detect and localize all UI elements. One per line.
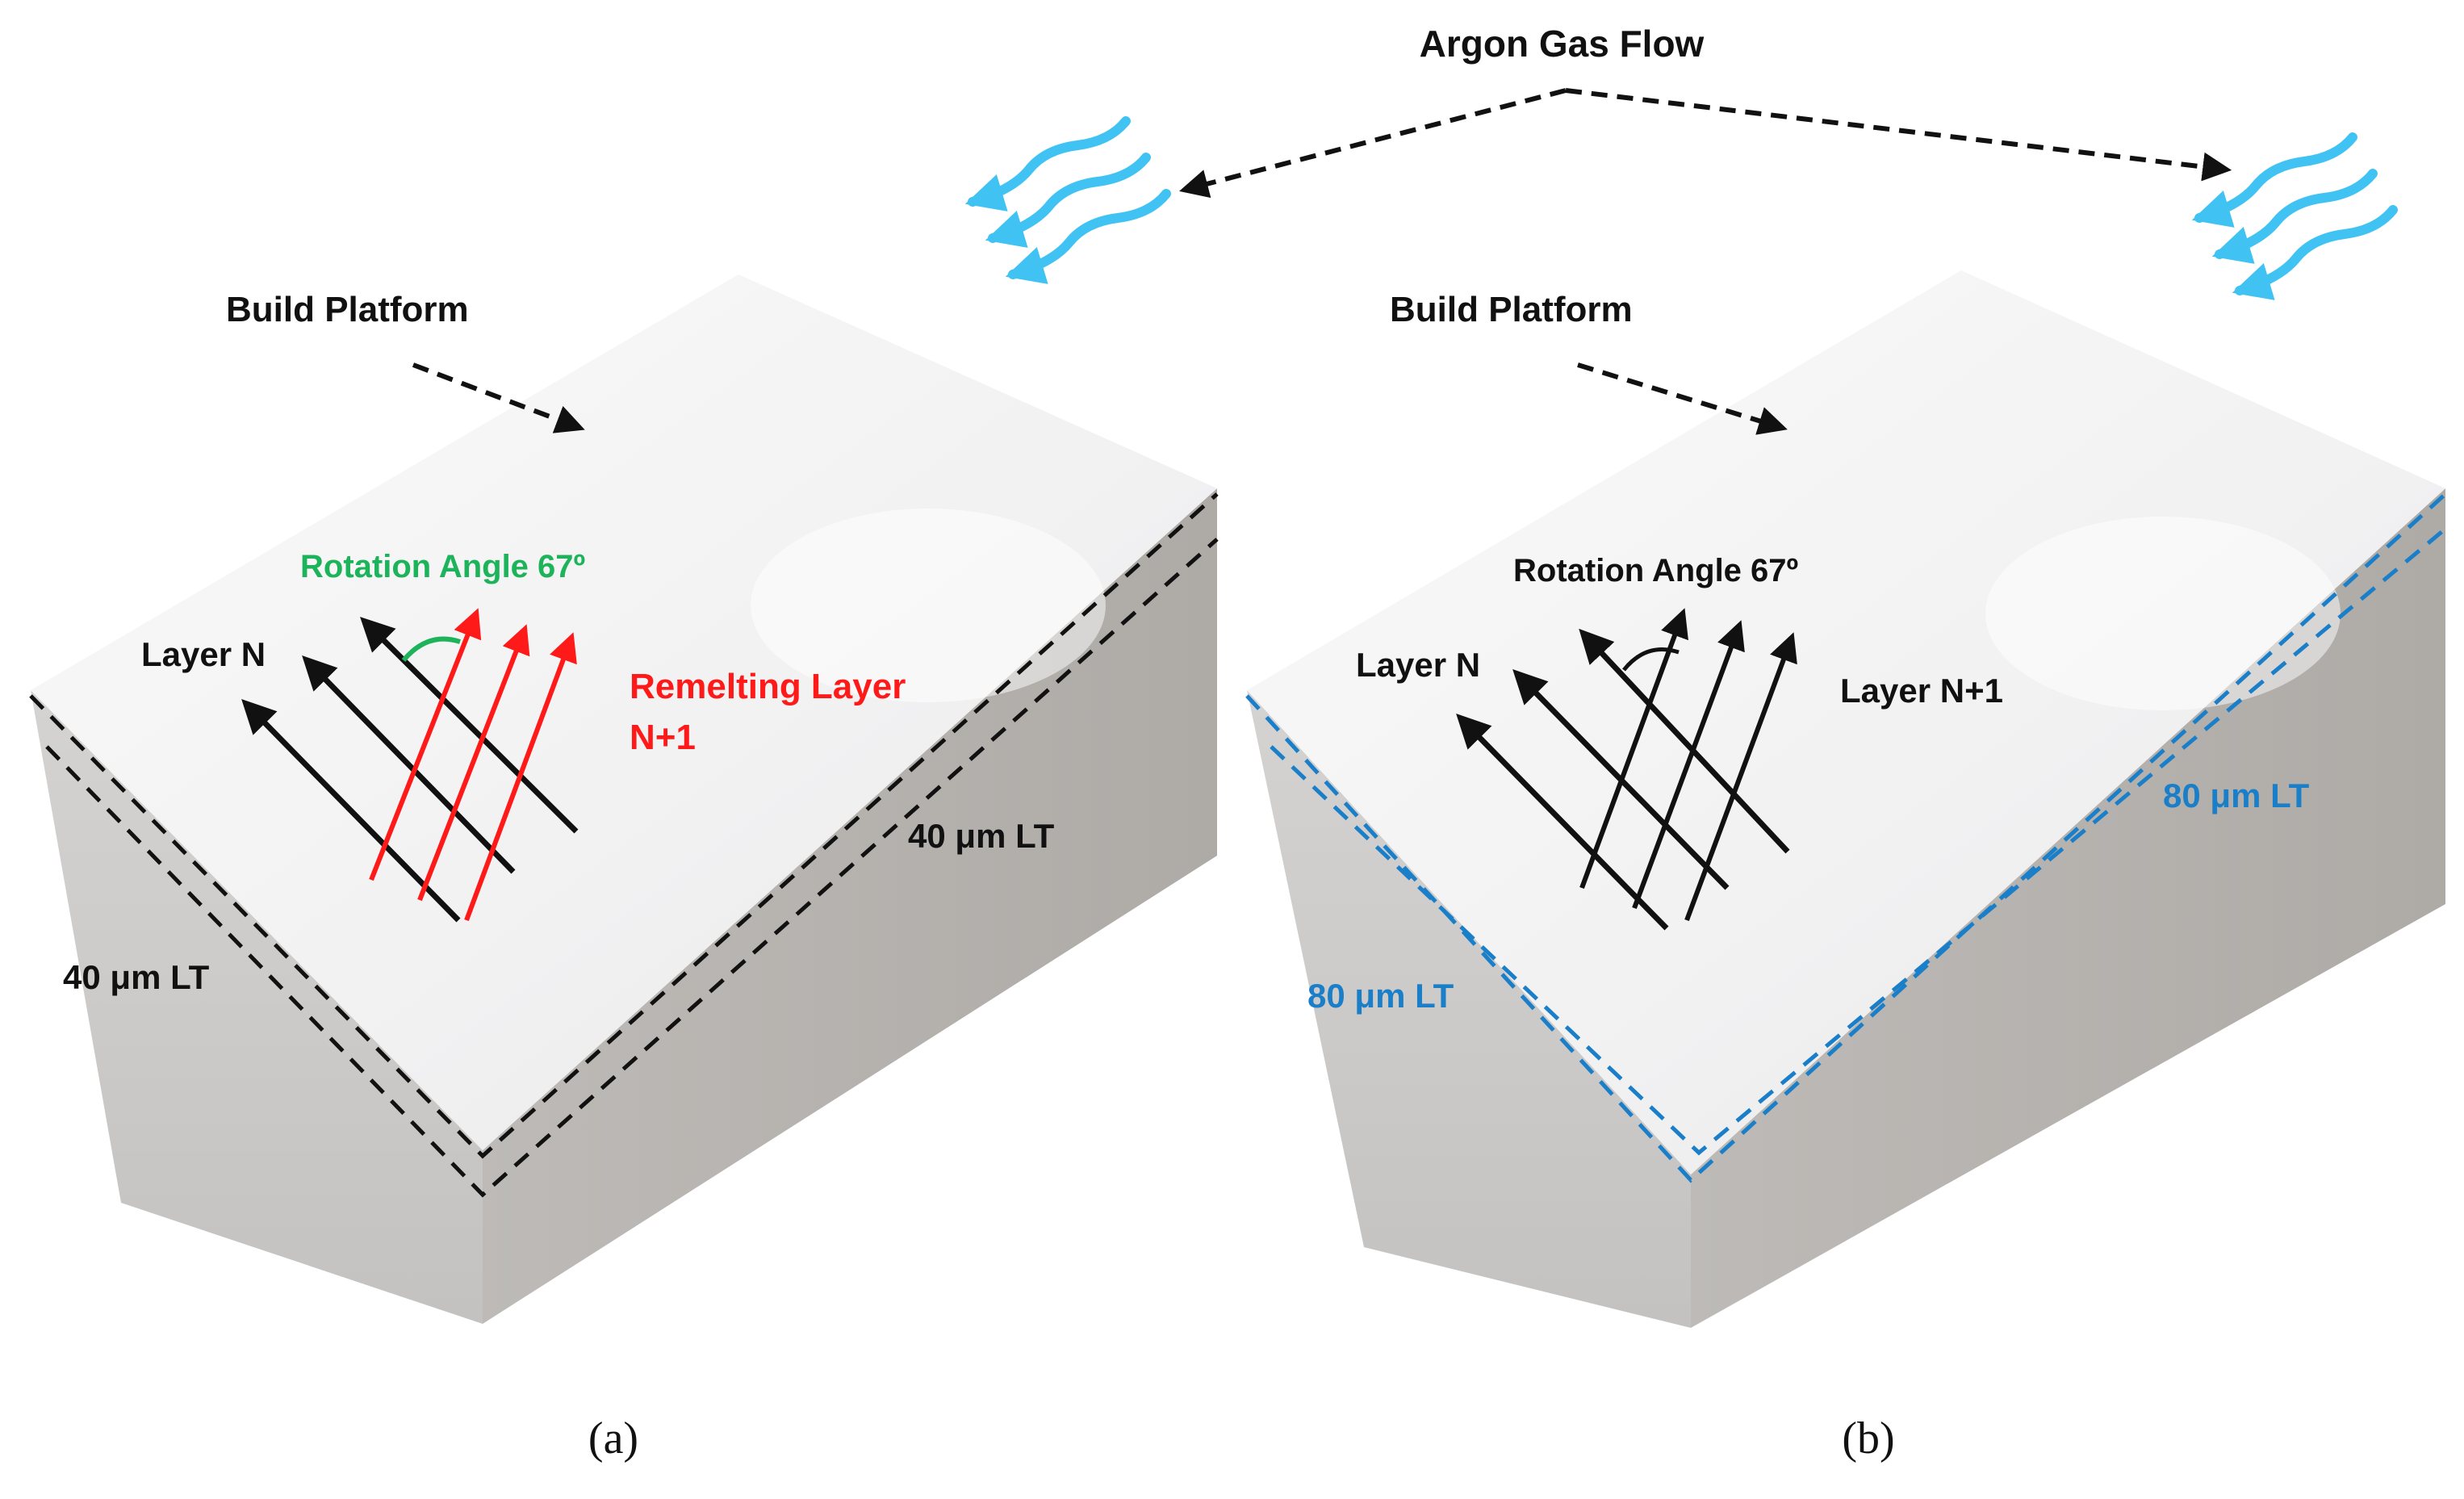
layer-dash-lines-b	[1245, 492, 2447, 1183]
layer-n1-label-b: Layer N+1	[1840, 672, 2003, 710]
rotation-angle-arc-b	[1622, 647, 1680, 672]
layer-thickness-right-label-a: 40 μm LT	[908, 817, 1055, 855]
layer-dash-lines-a	[29, 492, 1219, 1198]
remelting-label-line2-a: N+1	[630, 718, 696, 757]
remelting-label-line1-a: Remelting Layer	[630, 667, 906, 706]
build-platform-label-b: Build Platform	[1390, 290, 1633, 329]
caption-b: (b)	[1842, 1413, 1894, 1463]
layer-n-arrows-a	[241, 617, 579, 923]
panel-a: Build Platform Rotation Angle 67º Layer …	[29, 274, 1219, 1463]
layer-thickness-left-label-a: 40 μm LT	[63, 958, 210, 996]
argon-gas-flow: Argon Gas Flow	[964, 23, 2398, 300]
build-platform-arrow-b	[1577, 362, 1788, 435]
build-platform-arrow-a	[412, 362, 585, 433]
rotation-angle-arc-a	[401, 636, 461, 662]
build-platform-label-a: Build Platform	[226, 290, 469, 329]
block-b-right-face	[1691, 488, 2445, 1328]
layer-n1-arrows-b	[1579, 608, 1797, 922]
caption-a: (a)	[588, 1413, 638, 1463]
layer-thickness-left-label-b: 80 μm LT	[1307, 977, 1454, 1015]
argon-gas-flow-label: Argon Gas Flow	[1420, 23, 1705, 65]
block-a-left-face	[31, 690, 483, 1324]
panel-b: Build Platform Rotation Angle 67º Layer …	[1245, 270, 2447, 1463]
rotation-angle-label-b: Rotation Angle 67º	[1513, 553, 1798, 588]
layer-n-label-b: Layer N	[1356, 646, 1480, 684]
block-a-right-face	[483, 488, 1217, 1324]
gas-flow-arrows-right	[2191, 132, 2398, 300]
remelting-arrows-a	[369, 608, 577, 922]
rotation-angle-label-a: Rotation Angle 67º	[300, 549, 585, 584]
argon-arrow-left	[1179, 88, 1567, 199]
block-b-left-face	[1247, 690, 1691, 1328]
layer-thickness-right-label-b: 80 μm LT	[2163, 777, 2310, 814]
gas-flow-arrows-left	[964, 116, 1171, 284]
layer-n-label-a: Layer N	[141, 635, 266, 673]
argon-arrow-right	[1565, 88, 2232, 182]
block-a-top-face	[31, 274, 1217, 1150]
block-b-top-face	[1247, 270, 2445, 1174]
